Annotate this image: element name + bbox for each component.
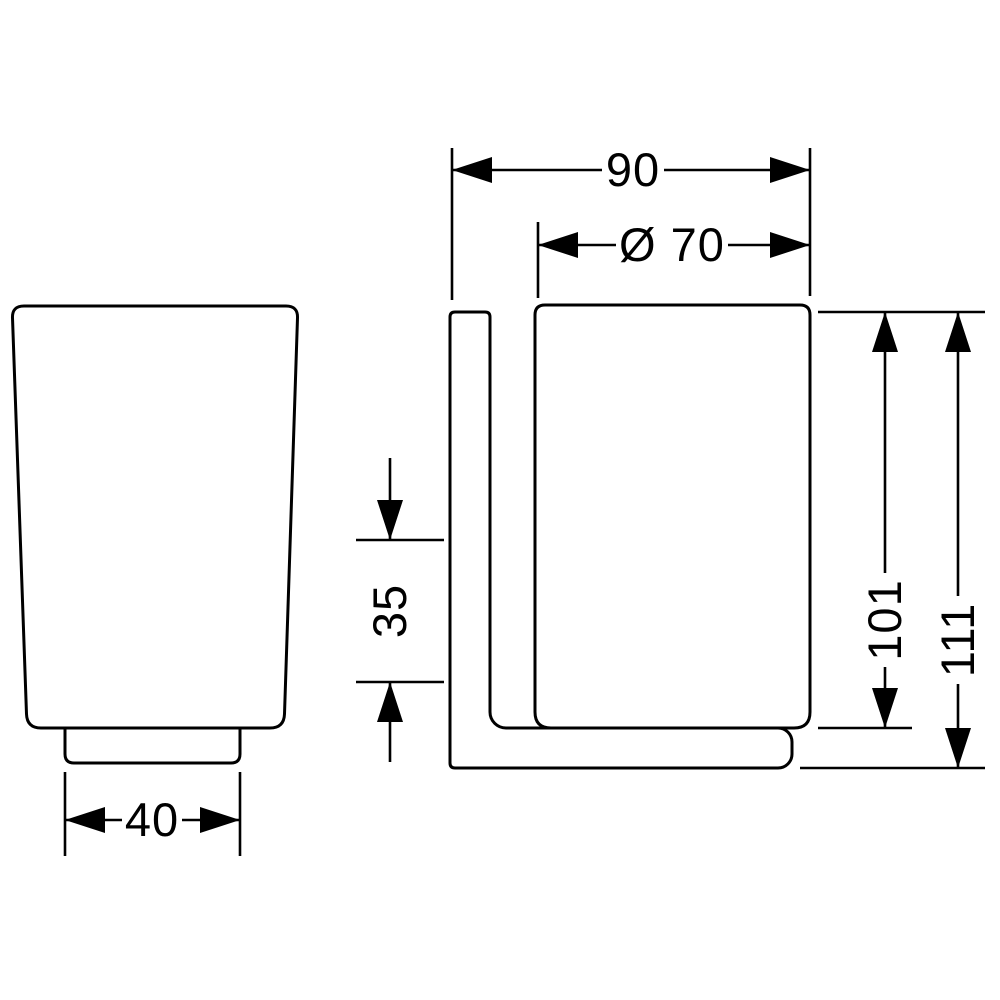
wall-bracket-outline <box>448 310 794 770</box>
dimension-base-width: 40 <box>63 772 242 856</box>
arrow-right-icon <box>200 807 240 833</box>
arrow-left-icon <box>452 157 492 183</box>
dimension-overall-width: 90 <box>450 143 812 300</box>
dimension-label-bracket-offset: 35 <box>363 584 416 638</box>
cup-side-outline <box>533 303 812 730</box>
dimension-label-overall-width: 90 <box>606 143 660 196</box>
dimension-label-diameter: Ø 70 <box>619 218 725 271</box>
dimension-label-base-width: 40 <box>125 793 179 846</box>
arrow-left-icon <box>65 807 105 833</box>
arrow-right-icon <box>770 232 810 258</box>
front-view <box>10 304 300 765</box>
arrow-up-icon <box>872 312 898 352</box>
dimension-cup-height: 101 <box>818 310 985 730</box>
dimension-label-cup-height: 101 <box>858 579 911 660</box>
dimension-overall-height: 111 <box>800 312 985 770</box>
dimension-bracket-offset: 35 <box>356 458 444 762</box>
arrow-right-icon <box>770 157 810 183</box>
dimension-diameter: Ø 70 <box>536 218 810 298</box>
dimension-label-overall-height: 111 <box>931 603 984 677</box>
arrow-down-icon <box>377 500 403 540</box>
side-view <box>448 303 812 770</box>
arrow-up-icon <box>377 682 403 722</box>
arrow-down-icon <box>872 688 898 728</box>
arrow-down-icon <box>945 728 971 768</box>
arrow-up-icon <box>945 312 971 352</box>
cup-front-base <box>63 728 242 765</box>
cup-front-outline <box>10 304 300 730</box>
arrow-left-icon <box>538 232 578 258</box>
